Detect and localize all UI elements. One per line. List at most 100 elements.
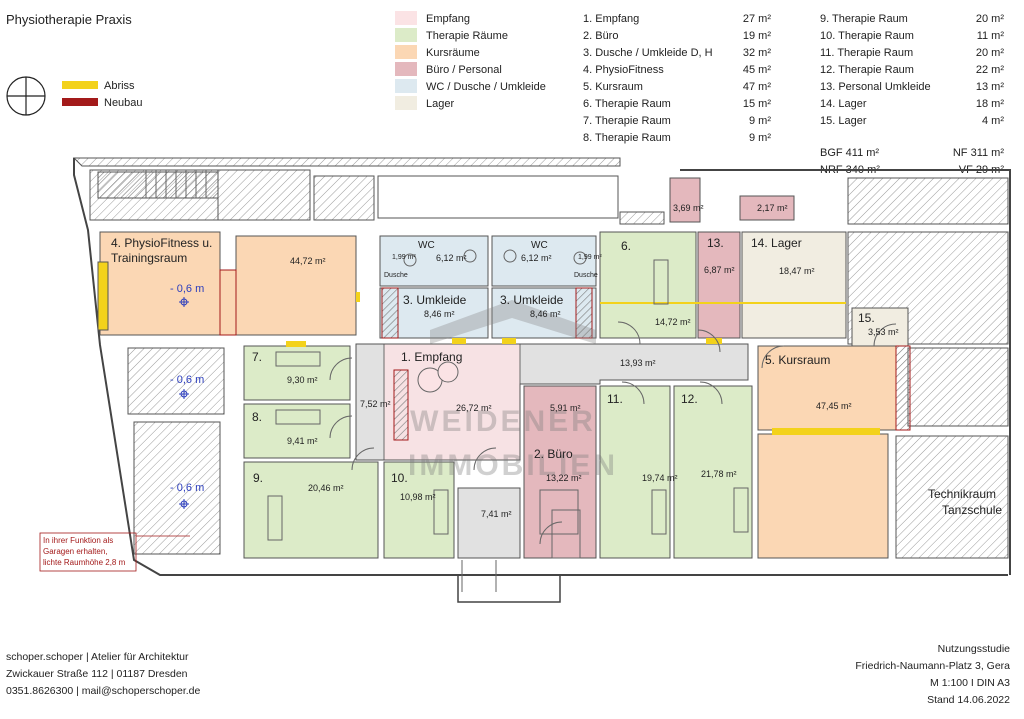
footer-architect: schoper.schoper | Atelier für Architektu… (6, 651, 189, 663)
area-6: 14,72 m² (655, 317, 691, 327)
room-label-14: 14. Lager (751, 236, 802, 250)
room-list-area: 4 m² (982, 115, 1004, 127)
footer-study: Nutzungsstudie (937, 643, 1010, 655)
total-nf: NF 311 m² (952, 147, 1004, 159)
footer-location: Friedrich-Naumann-Platz 3, Gera (855, 660, 1010, 672)
area-flur: 7,52 m² (360, 399, 391, 409)
area-4: 44,72 m² (290, 256, 326, 266)
room-label-3a: 3. Umkleide (403, 293, 467, 307)
room-label-wc1: WC (418, 240, 435, 251)
area-1: 26,72 m² (456, 403, 492, 413)
room-label-7: 7. (252, 350, 263, 364)
area-wc1: 6,12 m² (436, 253, 467, 263)
room-label-wc2: WC (531, 240, 548, 251)
room-list-name: 4. PhysioFitness (583, 64, 664, 76)
room-list-area: 18 m² (975, 98, 1004, 110)
level-label-2: - 0,6 m (170, 374, 205, 386)
area-3b: 8,46 m² (530, 309, 561, 319)
footer-address: Zwickauer Straße 112 | 01187 Dresden (6, 668, 188, 680)
area-small2: 2,17 m² (757, 203, 788, 213)
room-list-name: 10. Therapie Raum (820, 30, 914, 42)
room-list-name: 13. Personal Umkleide (820, 81, 931, 93)
room-label-5: 5. Kursraum (765, 353, 831, 367)
room-label-12: 12. (681, 392, 698, 406)
room-label-4b: Trainingsraum (111, 251, 188, 265)
legend-swatch-lager (395, 96, 417, 110)
room-list-area: 15 m² (742, 98, 771, 110)
room-list-name: 14. Lager (820, 98, 867, 110)
footer-date: Stand 14.06.2022 (927, 694, 1010, 706)
room-label-11: 11. (607, 392, 623, 406)
room-label-2: 2. Büro (534, 447, 573, 461)
page-title: Physiotherapie Praxis (6, 12, 132, 27)
legend-label-wc: WC / Dusche / Umkleide (426, 81, 546, 93)
area-12: 21,78 m² (701, 469, 737, 479)
room-label-4: 4. PhysioFitness u. (111, 236, 213, 250)
room-list-area: 19 m² (742, 30, 771, 42)
watermark (430, 300, 596, 344)
area-dusche2: 1,99 m² (578, 254, 602, 261)
room-list-name: 5. Kursraum (583, 81, 643, 93)
area-8: 9,41 m² (287, 436, 318, 446)
room-list-name: 8. Therapie Raum (583, 132, 671, 144)
room-label-9: 9. (253, 471, 264, 485)
area-7: 9,30 m² (287, 375, 318, 385)
legend-swatch-therapie (395, 28, 417, 42)
watermark-text: WEIDENER IMMOBILIEN (408, 405, 618, 482)
room-label-1: 1. Empfang (401, 350, 463, 364)
room-list-name: 12. Therapie Raum (820, 64, 914, 76)
room-list-area: 45 m² (742, 64, 771, 76)
legend-swatch-kurs (395, 45, 417, 59)
level-label-3: - 0,6 m (170, 482, 205, 494)
area-entry: 7,41 m² (481, 509, 512, 519)
room-label-8: 8. (252, 410, 263, 424)
existing-walls (72, 157, 1011, 603)
room-list-name: 7. Therapie Raum (583, 115, 671, 127)
room-label-dusche2: Dusche (574, 272, 598, 279)
room-list-name: 2. Büro (583, 30, 619, 42)
room-list-name: 6. Therapie Raum (583, 98, 671, 110)
area-wc2: 6,12 m² (521, 253, 552, 263)
room-list-area: 47 m² (742, 81, 771, 93)
room-list-name: 15. Lager (820, 115, 867, 127)
legend-swatch-empfang (395, 11, 417, 25)
neubau-label: Neubau (104, 97, 143, 109)
legend-label-empfang: Empfang (426, 13, 471, 25)
room-label-technik2: Tanzschule (942, 503, 1003, 517)
room-list-name: 3. Dusche / Umkleide D, H (583, 47, 713, 59)
area-3a: 8,46 m² (424, 309, 455, 319)
legend-label-lager: Lager (426, 98, 455, 110)
room-list-area: 20 m² (975, 47, 1004, 59)
rooms (39, 177, 911, 592)
abriss-label: Abriss (104, 80, 135, 92)
room-list-area: 20 m² (975, 13, 1004, 25)
room-label-13: 13. (707, 236, 724, 250)
footer-contact: 0351.8626300 | mail@schoperschoper.de (6, 685, 201, 697)
room-label-3b: 3. Umkleide (500, 293, 564, 307)
area-9: 20,46 m² (308, 483, 344, 493)
legend-swatch-buero (395, 62, 417, 76)
area-2b: 5,91 m² (550, 403, 581, 413)
room-list-area: 32 m² (742, 47, 771, 59)
room-label-10: 10. (391, 471, 408, 485)
total-bgf: BGF 411 m² (820, 147, 880, 159)
legend-label-therapie: Therapie Räume (426, 30, 508, 42)
room-label-6: 6. (621, 239, 632, 253)
room-label-technik: Technikraum (928, 487, 997, 501)
garage-note-3: lichte Raumhöhe 2,8 m (43, 558, 126, 567)
area-small1: 3,69 m² (673, 203, 704, 213)
room-list-name: 1. Empfang (583, 13, 640, 25)
area-11: 19,74 m² (642, 473, 678, 483)
abriss-swatch (62, 81, 98, 89)
room-list-area: 9 m² (749, 115, 771, 127)
garage-note-1: In ihrer Funktion als (43, 536, 114, 545)
area-2: 13,22 m² (546, 473, 582, 483)
garage-note-2: Garagen erhalten, (43, 547, 108, 556)
legend-swatch-wc (395, 79, 417, 93)
room-list-name: 9. Therapie Raum (820, 13, 908, 25)
room-list-area: 13 m² (975, 81, 1004, 93)
footer-scale: M 1:100 I DIN A3 (930, 677, 1010, 689)
area-corridor: 13,93 m² (620, 358, 656, 368)
room-label-dusche1: Dusche (384, 272, 408, 279)
